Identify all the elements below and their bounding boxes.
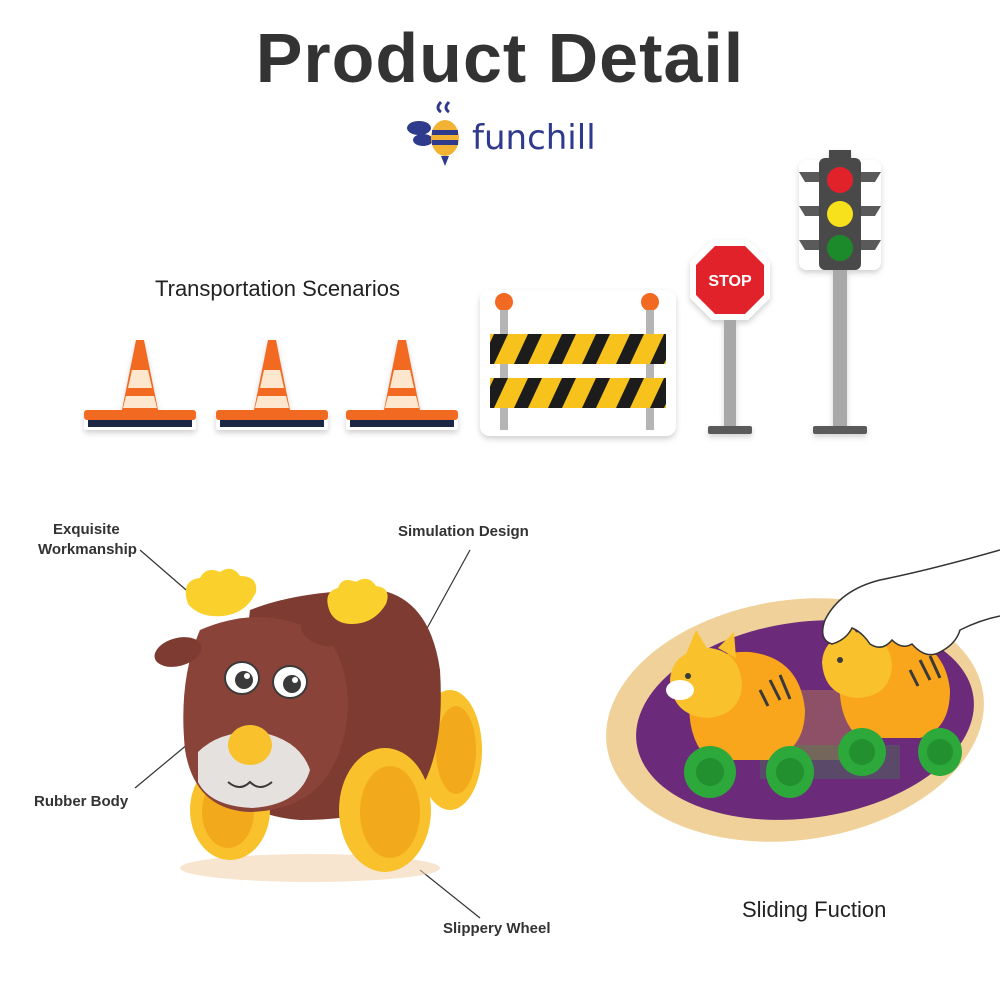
road-barrier-icon [480, 290, 676, 436]
tiger-toy-icon [822, 618, 962, 776]
label-simulation-design: Simulation Design [398, 523, 529, 540]
label-slippery-wheel: Slippery Wheel [443, 920, 551, 937]
traffic-cone-icon [84, 340, 196, 430]
scenarios-title: Transportation Scenarios [155, 276, 400, 301]
bee-icon [407, 100, 459, 166]
label-workmanship: Workmanship [38, 541, 137, 558]
brand-logo [407, 100, 459, 166]
leader-line [419, 869, 481, 919]
page-title: Product Detail [255, 19, 745, 97]
traffic-cone-icon [216, 340, 328, 430]
tiger-toy-icon [666, 630, 814, 798]
deer-toy-image [134, 549, 482, 919]
label-rubber-body: Rubber Body [34, 793, 129, 810]
stop-sign-icon: STOP [690, 240, 770, 434]
stop-sign-label: STOP [708, 273, 752, 290]
traffic-light-icon [799, 150, 881, 434]
label-sliding-function: Sliding Fuction [742, 897, 887, 922]
brand-name: funchill [472, 118, 596, 158]
leader-line [424, 549, 471, 633]
traffic-cone-icon [346, 340, 458, 430]
label-exquisite: Exquisite [53, 521, 120, 538]
hand-icon [821, 549, 1000, 656]
tiger-toy-image [606, 549, 1000, 842]
traffic-items: STOP [84, 150, 881, 436]
